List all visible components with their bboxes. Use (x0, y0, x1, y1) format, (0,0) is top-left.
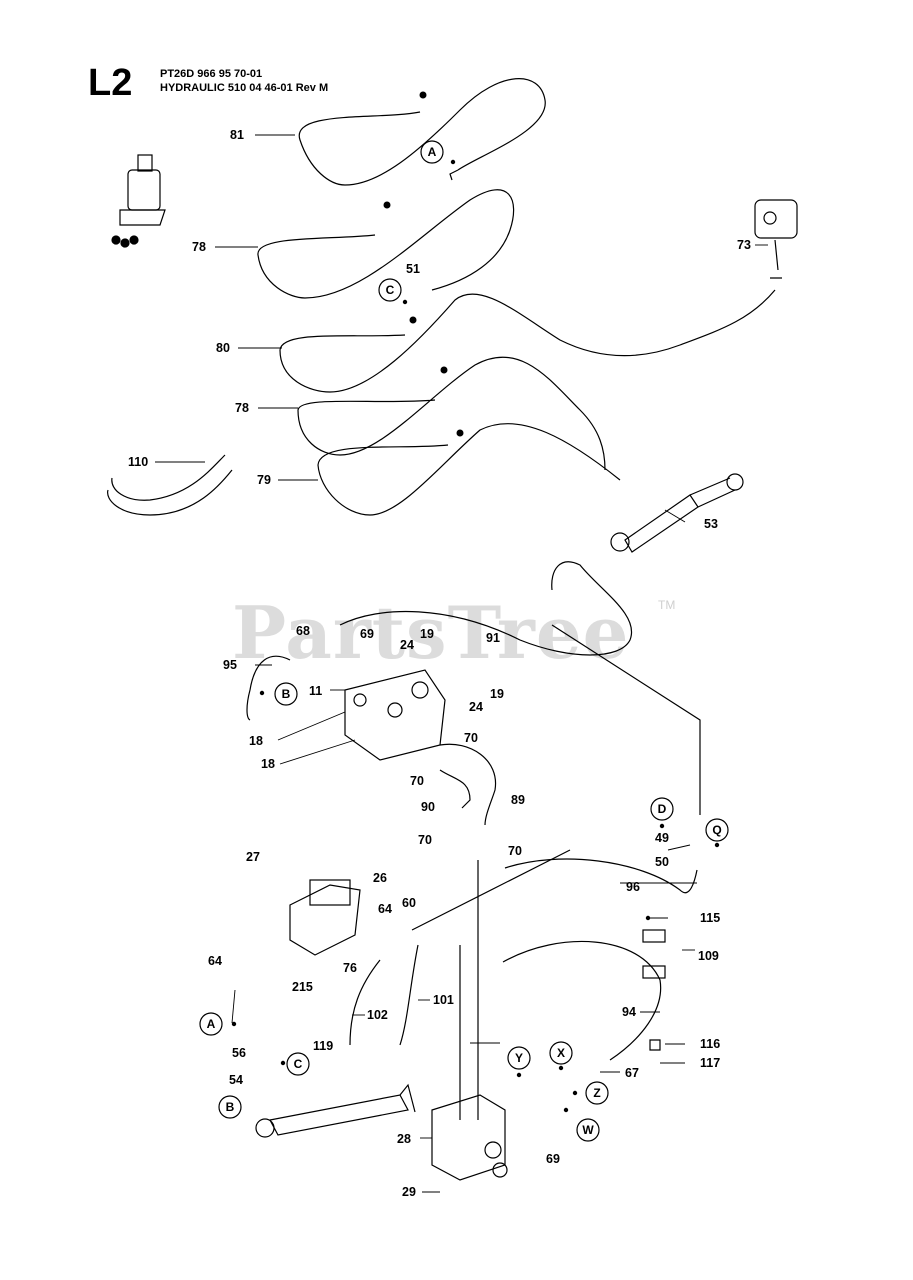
label-24-top: 24 (400, 638, 414, 652)
label-64-left: 64 (208, 954, 222, 968)
label-69-top: 69 (360, 627, 374, 641)
page-code: L2 (88, 62, 133, 104)
label-109: 109 (698, 949, 719, 963)
hose-95 (246, 655, 291, 721)
callout-A-bottom: A (207, 1017, 216, 1031)
label-11: 11 (309, 684, 322, 698)
model-number: PT26D 966 95 70-01 (160, 68, 263, 80)
hose-101 (399, 944, 419, 1046)
pump-73 (754, 199, 798, 279)
callout-Y: Y (515, 1051, 523, 1065)
label-119: 119 (313, 1039, 333, 1053)
bracket-109-top (642, 929, 666, 943)
trademark-mark: TM (658, 598, 676, 612)
cylinder-bottom (255, 1083, 416, 1138)
label-215: 215 (292, 980, 313, 994)
label-19-top: 19 (420, 627, 434, 641)
bracket-116 (649, 1039, 661, 1051)
callout-Z: Z (593, 1086, 600, 1100)
callout-W: W (582, 1123, 594, 1137)
label-27: 27 (246, 850, 260, 864)
label-24-right: 24 (469, 700, 483, 714)
label-69-bottom: 69 (546, 1152, 560, 1166)
label-95: 95 (223, 658, 237, 672)
label-26: 26 (373, 871, 387, 885)
watermark: PartsTree (232, 590, 630, 675)
cylinder-53 (610, 473, 744, 553)
label-50: 50 (655, 855, 669, 869)
label-53: 53 (704, 517, 718, 531)
section-title: HYDRAULIC 510 04 46-01 Rev M (160, 82, 329, 94)
hose-81-end (449, 169, 459, 181)
callout-D: D (658, 802, 667, 816)
label-68: 68 (296, 624, 310, 638)
callout-X: X (557, 1046, 565, 1060)
hose-78-mid (297, 356, 606, 471)
callout-A-top: A (428, 145, 437, 159)
label-81: 81 (230, 128, 244, 142)
callout-dots (231, 91, 720, 1113)
hose-110 (107, 454, 233, 516)
hose-90 (439, 769, 471, 809)
label-89: 89 (511, 793, 525, 807)
label-18-top: 18 (249, 734, 263, 748)
label-70-d: 70 (508, 844, 522, 858)
line-from-60 (411, 849, 571, 1120)
label-28: 28 (397, 1132, 411, 1146)
label-51: 51 (406, 262, 420, 276)
motor-top-left (111, 154, 166, 248)
bracket-109-bottom (642, 965, 666, 979)
hose-81 (298, 78, 546, 186)
hose-102 (349, 959, 381, 1046)
hose-94 (502, 940, 662, 1061)
callout-B-bottom: B (226, 1100, 235, 1114)
label-79: 79 (257, 473, 271, 487)
label-70-c: 70 (418, 833, 432, 847)
pump-11 (344, 669, 446, 761)
label-19-right: 19 (490, 687, 504, 701)
label-70-b: 70 (410, 774, 424, 788)
callout-C-bottom: C (294, 1057, 303, 1071)
label-67: 67 (625, 1066, 639, 1080)
label-80: 80 (216, 341, 230, 355)
label-76: 76 (343, 961, 357, 975)
label-116: 116 (700, 1037, 720, 1051)
label-78-mid: 78 (235, 401, 249, 415)
callout-Q: Q (712, 823, 721, 837)
leader-lines (155, 134, 768, 1193)
callout-B-top: B (282, 687, 291, 701)
hose-91 (339, 561, 633, 656)
valve-28 (431, 1094, 508, 1181)
label-90: 90 (421, 800, 435, 814)
callout-C-top: C (386, 283, 395, 297)
label-54: 54 (229, 1073, 243, 1087)
label-70-a: 70 (464, 731, 478, 745)
label-91: 91 (486, 631, 500, 645)
label-115: 115 (700, 911, 720, 925)
label-49: 49 (655, 831, 669, 845)
label-94: 94 (622, 1005, 636, 1019)
hose-96 (504, 858, 698, 894)
line-to-49 (551, 624, 701, 815)
label-78-top: 78 (192, 240, 206, 254)
hose-89 (439, 743, 497, 826)
label-29: 29 (402, 1185, 416, 1199)
valve-block-26 (289, 879, 361, 956)
label-60: 60 (402, 896, 416, 910)
hose-79 (317, 423, 621, 516)
label-110: 110 (128, 455, 148, 469)
label-101: 101 (433, 993, 454, 1007)
hose-80 (279, 289, 776, 393)
hose-78-top (257, 189, 515, 299)
label-96: 96 (626, 880, 640, 894)
label-117: 117 (700, 1056, 720, 1070)
label-56: 56 (232, 1046, 246, 1060)
label-102: 102 (367, 1008, 388, 1022)
label-64-top: 64 (378, 902, 392, 916)
label-73: 73 (737, 238, 751, 252)
label-18-bottom: 18 (261, 757, 275, 771)
